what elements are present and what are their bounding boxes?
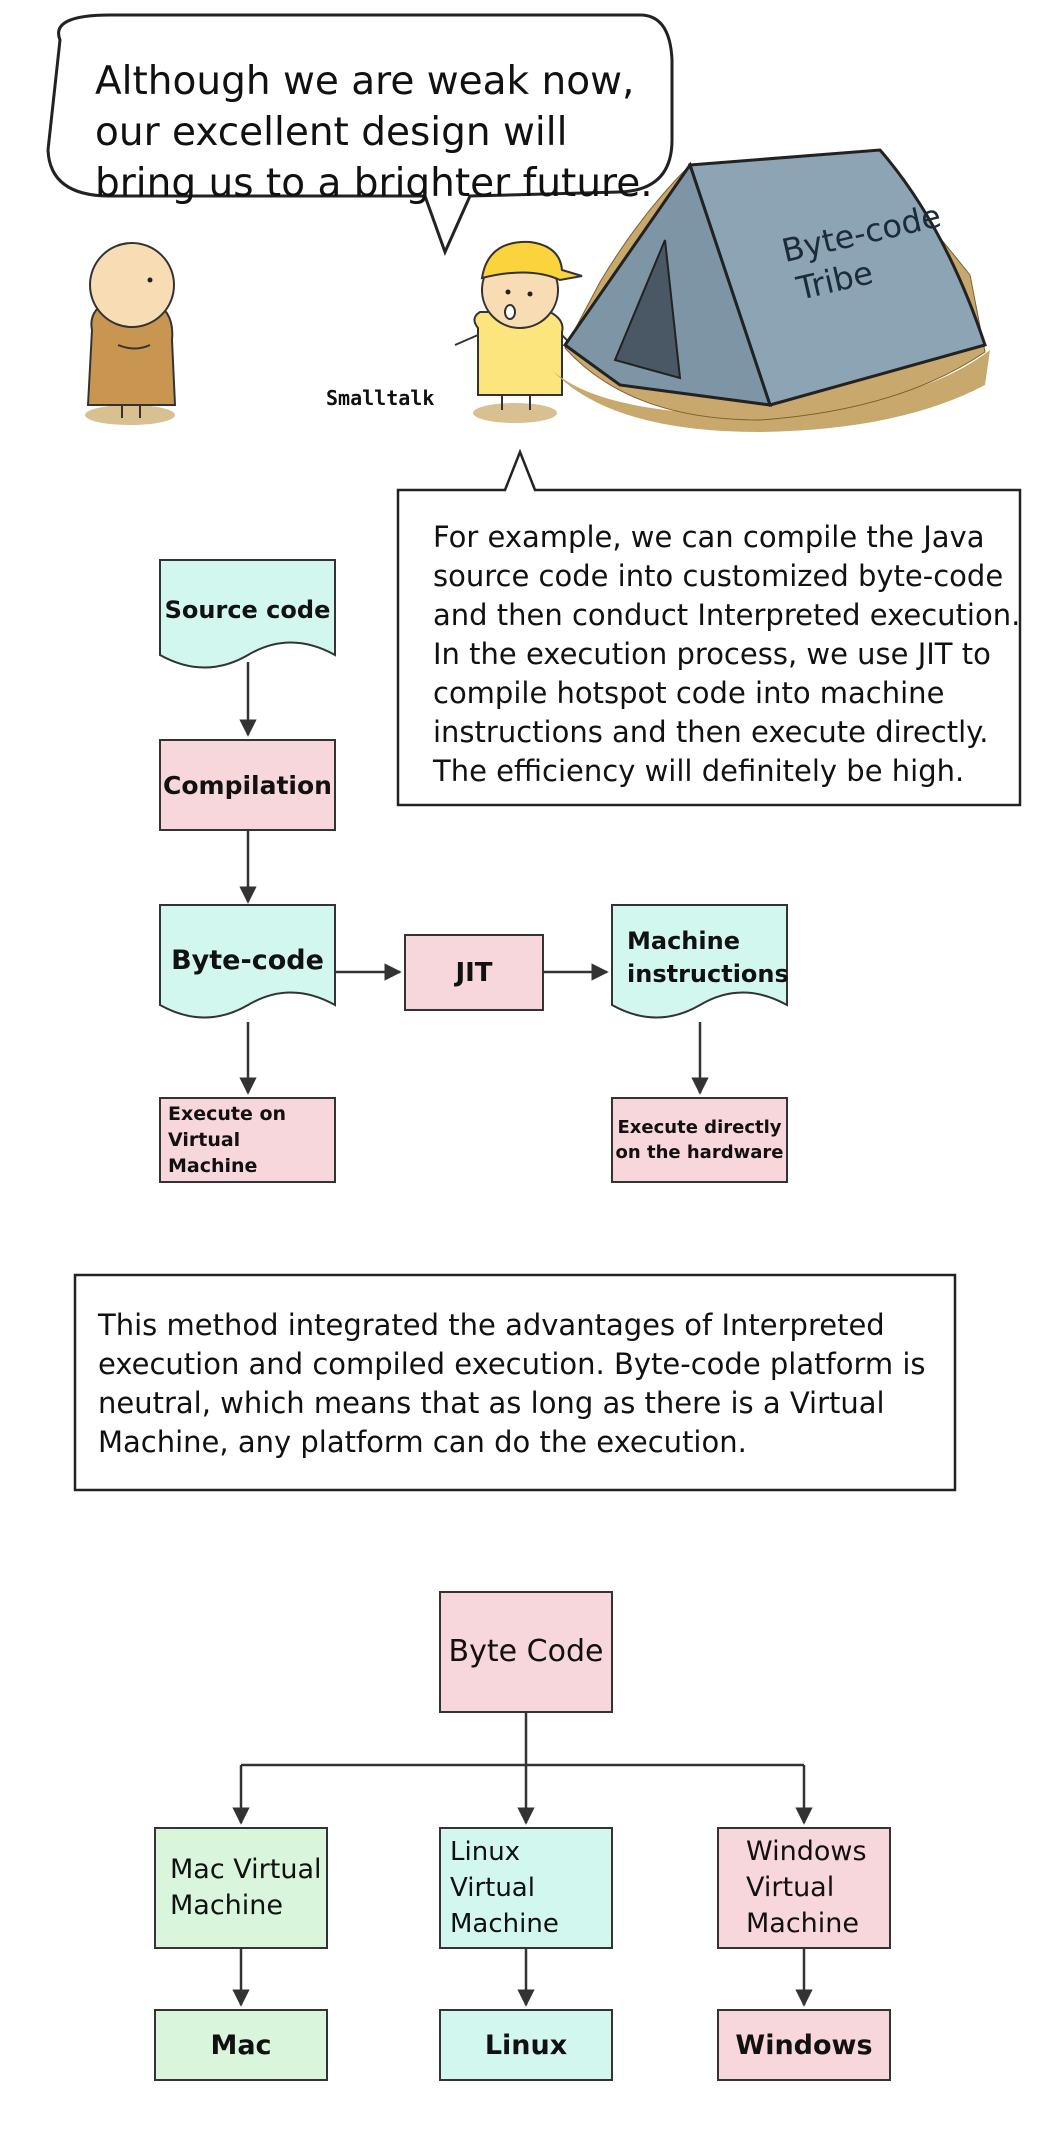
tent-illustration — [552, 148, 990, 432]
tree-arrows — [232, 1712, 813, 2007]
tree-mac-vm: Mac Virtual Machine — [170, 1854, 322, 1921]
flow-machine-shape — [611, 904, 788, 1019]
tree-root-byte-code: Byte Code — [448, 1634, 604, 1669]
character-label: Smalltalk — [326, 386, 435, 410]
smalltalk-character — [454, 240, 583, 423]
callout-box — [396, 448, 1022, 807]
node-execute-hardware: Execute directly on the hardware — [615, 1117, 784, 1163]
tree-shapes — [154, 1591, 891, 2081]
method-note-box — [73, 1273, 957, 1492]
node-execute-vm: Execute on Virtual Machine — [168, 1103, 287, 1177]
monk-character — [85, 242, 177, 425]
flow-compilation-shape — [159, 739, 336, 831]
flow-source-code-shape — [159, 559, 336, 669]
node-jit: JIT — [455, 957, 493, 988]
flow-exec-vm-shape — [159, 1097, 336, 1183]
node-byte-code: Byte-code — [171, 944, 324, 976]
tree-mac: Mac — [210, 2029, 272, 2061]
tree-linux: Linux — [484, 2029, 568, 2061]
tree-linux-vm: Linux Virtual Machine — [450, 1837, 559, 1939]
flow-bytecode-shape — [159, 904, 336, 1019]
flow-exec-hw-shape — [611, 1097, 788, 1183]
node-source-code: Source code — [164, 596, 331, 624]
speech-bubble-text: Although we are weak now, our excellent … — [95, 59, 653, 206]
speech-bubble — [46, 13, 674, 257]
node-compilation: Compilation — [163, 770, 332, 800]
tree-windows-vm: Windows Virtual Machine — [746, 1836, 867, 1939]
tree-windows: Windows — [735, 2029, 873, 2061]
callout-text: For example, we can compile the Java sou… — [433, 520, 1021, 788]
flow-jit-shape — [404, 934, 544, 1011]
flow-arrows — [239, 662, 709, 1095]
node-machine-instructions: Machine instructions — [627, 926, 789, 988]
method-note-text: This method integrated the advantages of… — [98, 1308, 926, 1459]
